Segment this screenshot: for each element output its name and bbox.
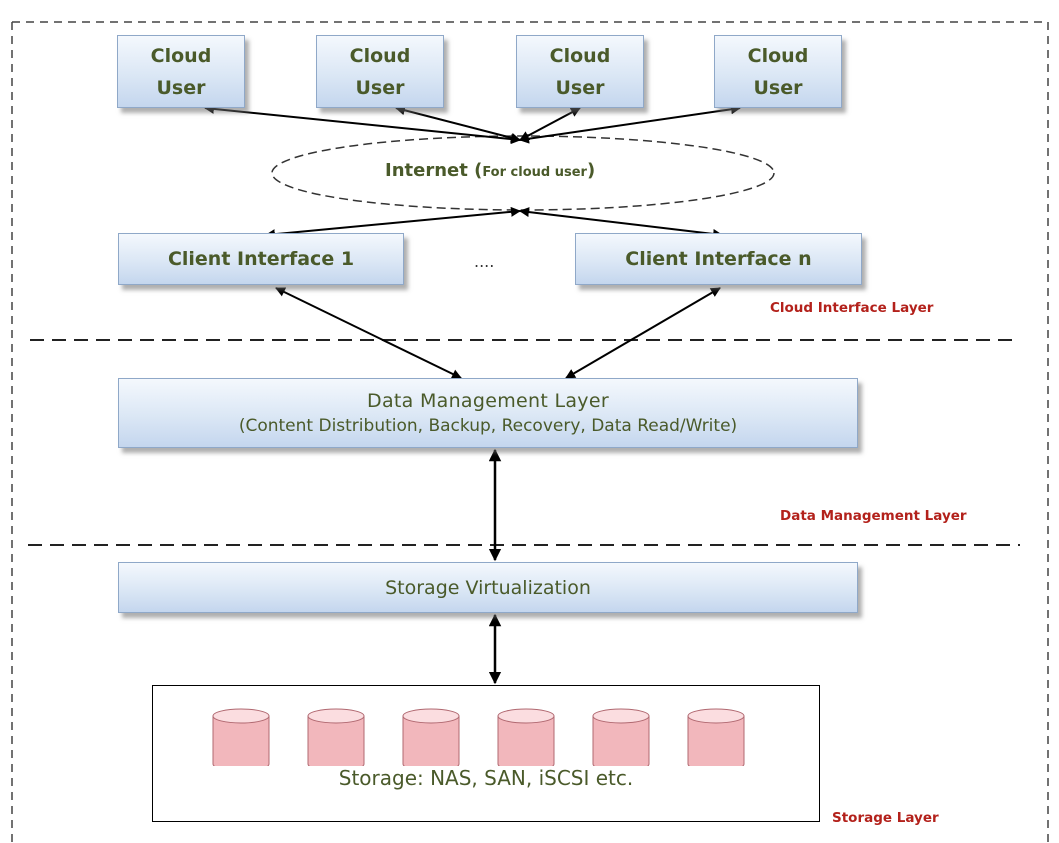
cloud-user-line1: Cloud (549, 44, 611, 67)
storage-disk (497, 708, 555, 766)
data-management-box: Data Management Layer (Content Distribut… (118, 378, 858, 448)
storage-disk (402, 708, 460, 766)
cloud-user-line2: User (156, 76, 206, 99)
client-interface-label: Client Interface 1 (167, 248, 355, 270)
internet-text: Internet ( (385, 160, 483, 181)
cloud-user-box: Cloud User (714, 35, 842, 108)
internet-close: ) (586, 160, 596, 181)
cloud-user-line1: Cloud (150, 44, 212, 67)
cloud-user-box: Cloud User (316, 35, 444, 108)
storage-disk (592, 708, 650, 766)
cloud-user-line2: User (355, 76, 405, 99)
storage-disks (212, 708, 745, 766)
cloud-user-box: Cloud User (516, 35, 644, 108)
client-interface-ellipsis: .... (474, 252, 495, 271)
cloud-user-line1: Cloud (349, 44, 411, 67)
storage-virtualization-label: Storage Virtualization (385, 576, 591, 599)
data-management-title: Data Management Layer (367, 390, 609, 412)
client-arrows (265, 206, 723, 240)
storage-disk (687, 708, 745, 766)
cloud-user-box: Cloud User (117, 35, 245, 108)
layer-label-storage: Storage Layer (832, 810, 939, 826)
layer-label-data-management: Data Management Layer (780, 508, 967, 524)
data-management-arrows (275, 287, 721, 379)
client-interface-label: Client Interface n (625, 248, 812, 270)
cloud-user-line2: User (753, 76, 803, 99)
storage-box: Storage: NAS, SAN, iSCSI etc. (152, 685, 820, 822)
data-management-subtitle: (Content Distribution, Backup, Recovery,… (238, 416, 738, 436)
cloud-user-line1: Cloud (747, 44, 809, 67)
layer-label-cloud-interface: Cloud Interface Layer (770, 300, 934, 316)
storage-disk (307, 708, 365, 766)
client-interface-box: Client Interface 1 (118, 233, 404, 285)
storage-virtualization-box: Storage Virtualization (118, 562, 858, 613)
user-arrows (204, 103, 741, 145)
storage-caption: Storage: NAS, SAN, iSCSI etc. (338, 766, 634, 790)
internet-label: Internet (For cloud user) (385, 160, 595, 181)
client-interface-box: Client Interface n (575, 233, 862, 285)
storage-disk (212, 708, 270, 766)
internet-note: For cloud user (482, 165, 587, 180)
cloud-user-line2: User (555, 76, 605, 99)
